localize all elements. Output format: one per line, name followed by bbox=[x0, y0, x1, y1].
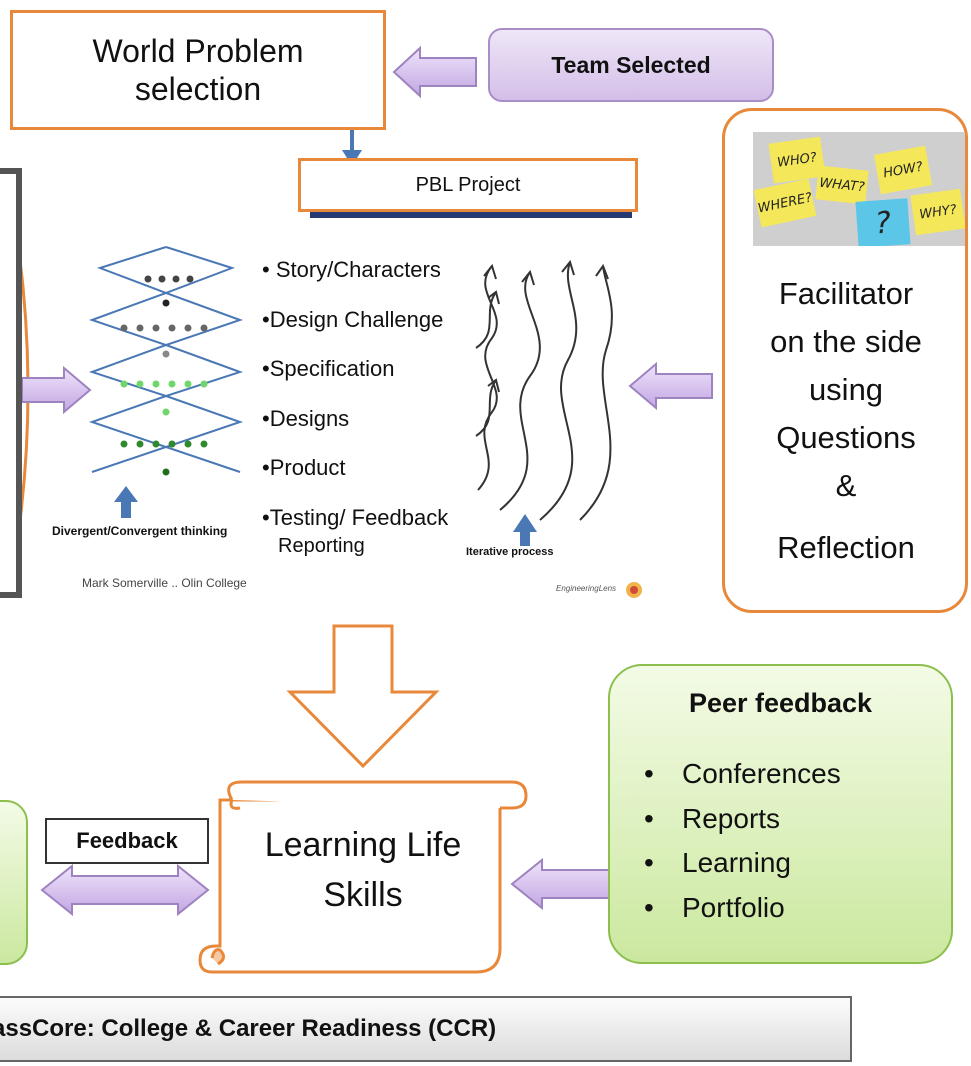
facilitator-line: using bbox=[808, 372, 884, 407]
left-to-diamond-arrow bbox=[21, 365, 92, 415]
divergent-up-arrow-icon bbox=[114, 486, 138, 518]
world-problem-line2: selection bbox=[134, 71, 262, 107]
facilitator-line: Reflection bbox=[777, 530, 915, 565]
credit-caption: Mark Somerville .. Olin College bbox=[82, 576, 247, 590]
lls-line1: Learning Life bbox=[264, 826, 462, 864]
learning-life-skills-text: Learning Life Skills bbox=[228, 820, 498, 920]
note-where: WHERE? bbox=[753, 178, 817, 228]
list-item: Reports bbox=[644, 797, 841, 842]
peer-feedback-list: Conferences Reports Learning Portfolio bbox=[644, 752, 841, 930]
pbl-underline bbox=[310, 212, 632, 218]
sticky-notes-image: WHO? HOW? WHAT? WHERE? WHY? ? bbox=[753, 132, 965, 246]
step-item: •Testing/ Feedback bbox=[262, 504, 449, 530]
step-item: • Story/Characters bbox=[262, 257, 441, 282]
note-question: ? bbox=[855, 198, 911, 246]
iterative-caption: Iterative process bbox=[466, 546, 554, 558]
feedback-label: Feedback bbox=[45, 818, 209, 864]
reporting-label: Reporting bbox=[278, 535, 365, 557]
engineering-logo bbox=[626, 582, 642, 598]
facilitator-to-process-arrow bbox=[628, 361, 713, 411]
facilitator-line: Questions bbox=[776, 420, 916, 455]
left-green-box bbox=[0, 800, 28, 965]
divergent-convergent-diagram bbox=[88, 246, 244, 473]
lls-line2: Skills bbox=[323, 876, 403, 914]
world-problem-line1: World Problem bbox=[92, 32, 304, 69]
logo-text: EngineeringLens bbox=[556, 584, 617, 593]
step-list: • Story/Characters •Design Challenge •Sp… bbox=[262, 245, 448, 542]
facilitator-text: Facilitator on the side using Questions … bbox=[726, 270, 966, 572]
team-to-problem-arrow bbox=[392, 45, 477, 99]
idea-dots bbox=[120, 275, 208, 476]
team-selected-box: Team Selected bbox=[488, 28, 774, 102]
facilitator-line: on the side bbox=[770, 324, 922, 359]
iterative-up-arrow-icon bbox=[513, 514, 537, 546]
iterative-arrows bbox=[475, 259, 613, 521]
note-why: WHY? bbox=[910, 188, 965, 236]
peer-feedback-title: Peer feedback bbox=[688, 688, 873, 718]
learning-scroll bbox=[198, 780, 528, 974]
facilitator-line: & bbox=[835, 468, 857, 503]
divergent-caption: Divergent/Convergent thinking bbox=[52, 524, 228, 538]
world-problem-box: World Problem selection bbox=[10, 10, 386, 130]
ccr-banner: assCore: College & Career Readiness (CCR… bbox=[0, 996, 852, 1062]
step-item: •Product bbox=[262, 455, 346, 480]
list-item: Portfolio bbox=[644, 886, 841, 931]
list-item: Learning bbox=[644, 841, 841, 886]
step-item: •Designs bbox=[262, 405, 350, 431]
note-what: WHAT? bbox=[815, 165, 869, 205]
big-down-arrow bbox=[286, 624, 440, 769]
step-item: •Design Challenge bbox=[262, 306, 444, 332]
note-how: HOW? bbox=[873, 145, 933, 195]
step-item: •Specification bbox=[262, 356, 395, 381]
facilitator-line: Facilitator bbox=[778, 276, 914, 311]
ccr-banner-text: assCore: College & Career Readiness (CCR… bbox=[0, 1015, 497, 1042]
feedback-double-arrow bbox=[40, 863, 210, 917]
list-item: Conferences bbox=[644, 752, 841, 797]
pbl-project-box: PBL Project bbox=[298, 158, 638, 212]
left-frame bbox=[0, 168, 22, 598]
